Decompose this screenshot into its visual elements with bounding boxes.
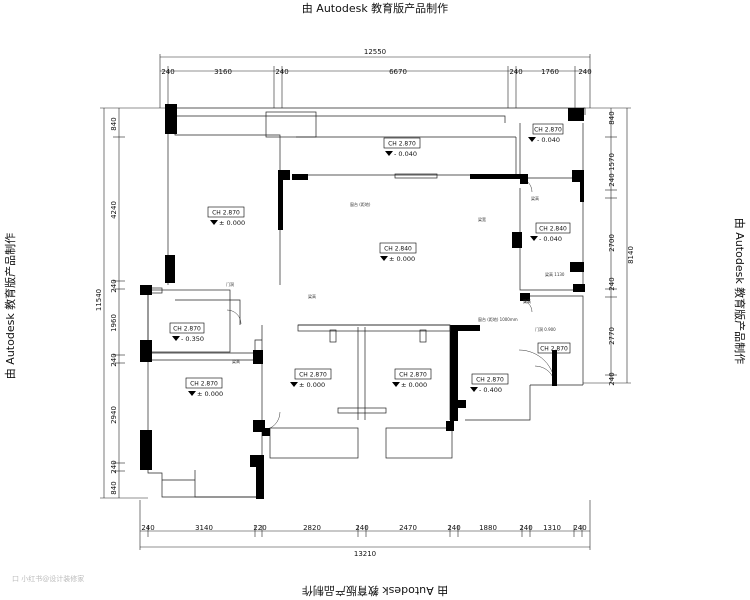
room-level: - 0.400 [479,386,502,394]
room-level: - 0.040 [539,235,562,243]
dim-bottom-4: 2820 [303,524,321,532]
room-ch: CH 2.870 [540,346,568,353]
room-ch: CH 2.840 [539,226,567,233]
dim-bottom-8: 1880 [479,524,497,532]
dim-bottom-total: 13210 [354,550,376,558]
dim-right-4: 2700 [608,234,616,252]
note-window-sill: 窗台 (距地) 1000mm [478,316,518,322]
dim-bottom-2: 3140 [195,524,213,532]
room-level: - 0.350 [181,335,204,343]
dim-left-6: 2940 [110,406,118,424]
room-tag-kitchen-top: CH 2.870 - 0.040 [528,123,564,144]
room-level: ± 0.000 [219,219,245,227]
room-ch: CH 2.870 [388,141,416,148]
note-door-opening: 门洞 0.900 [535,326,556,332]
room-ch: CH 2.870 [534,127,562,134]
dim-right-total: 8140 [627,246,635,264]
note-door: 门洞 [226,281,234,287]
room-level: ± 0.000 [197,390,223,398]
note-beam-width: 梁宽 [478,216,486,222]
annotations: 窗台 (距地) 1000mm 窗台 (距地) 门洞 梁高 梁高 梁高 1130 … [226,195,565,364]
dim-bottom-3: 220 [253,524,266,532]
room-level: ± 0.000 [389,255,415,263]
solid-walls [140,104,585,499]
dim-right-1: 840 [608,111,616,124]
dimensions-bottom: 240 3140 220 2820 240 2470 240 1880 240 … [141,524,586,558]
note-sill: 窗台 (距地) [350,201,371,207]
dim-left-3: 240 [110,279,118,292]
dim-left-2: 4240 [110,201,118,219]
dim-right-2: 1570 [608,153,616,171]
room-tag-master-bedroom: CH 2.870 ± 0.000 [207,206,245,227]
dim-top-5: 240 [509,68,522,76]
watermark-top: 由 Autodesk 教育版产品制作 [301,2,449,15]
dim-bottom-7: 240 [447,524,460,532]
dim-top-3: 240 [275,68,288,76]
dim-bottom-11: 240 [573,524,586,532]
door-swings [226,177,556,431]
dim-left-8: 840 [110,481,118,494]
dim-top-total: 12550 [364,48,386,56]
dimensions-top: 12550 240 3160 240 6670 240 1760 240 [161,48,591,76]
room-tag-entry: CH 2.870 [537,342,571,354]
room-ch: CH 2.870 [173,326,201,333]
room-tag-bathroom-right: CH 2.870 - 0.400 [470,373,509,394]
room-level: - 0.040 [537,136,560,144]
room-tag-living: CH 2.840 ± 0.000 [379,242,417,263]
note-beam-1: 梁高 [308,293,316,299]
room-tags: CH 2.870 ± 0.000 CH 2.870 - 0.040 CH 2.8… [169,123,571,398]
room-ch: CH 2.840 [384,246,412,253]
note-beam-2: 梁高 [232,358,240,364]
room-ch: CH 2.870 [476,377,504,384]
note-beam-4: 梁高 [523,298,531,304]
dimensions-right: 8140 840 1570 240 2700 240 2770 240 [608,111,635,385]
dim-bottom-5: 240 [355,524,368,532]
note-beam-5: 梁高 [531,195,539,201]
dim-top-2: 3160 [214,68,232,76]
dim-left-4: 1960 [110,314,118,332]
dim-left-total: 11540 [95,289,103,311]
room-tag-bedroom-south: CH 2.870 ± 0.000 [290,368,332,389]
room-level: ± 0.000 [299,381,325,389]
source-tag: 口 小红书@设计装修家 [12,575,85,583]
room-ch: CH 2.870 [190,381,218,388]
plan-outlines [147,107,586,498]
dim-bottom-1: 240 [141,524,154,532]
dim-right-3: 240 [608,173,616,186]
room-tag-north-balcony: CH 2.870 - 0.040 [383,137,421,158]
dim-right-7: 240 [608,372,616,385]
note-beam-3: 梁高 1130 [545,271,565,277]
room-tag-kitchen: CH 2.840 - 0.040 [530,222,571,243]
dim-right-5: 240 [608,277,616,290]
dim-top-7: 240 [578,68,591,76]
beams [297,324,451,343]
dimensions-left: 11540 840 4240 240 1960 240 2940 240 840 [95,117,118,494]
dim-right-6: 2770 [608,327,616,345]
dim-bottom-9: 240 [519,524,532,532]
room-ch: CH 2.870 [299,372,327,379]
room-ch: CH 2.870 [399,372,427,379]
room-tag-bathroom-left: CH 2.870 - 0.350 [169,322,205,343]
dim-top-4: 6670 [389,68,407,76]
dim-left-1: 840 [110,117,118,130]
room-tag-study: CH 2.870 ± 0.000 [392,368,432,389]
room-level: ± 0.000 [401,381,427,389]
dim-left-7: 240 [110,460,118,473]
room-tag-bedroom-southwest: CH 2.870 ± 0.000 [185,377,223,398]
dim-top-6: 1760 [541,68,559,76]
dim-bottom-6: 2470 [399,524,417,532]
room-level: - 0.040 [394,150,417,158]
dim-top-1: 240 [161,68,174,76]
dim-bottom-10: 1310 [543,524,561,532]
dim-left-5: 240 [110,353,118,366]
room-ch: CH 2.870 [212,210,240,217]
